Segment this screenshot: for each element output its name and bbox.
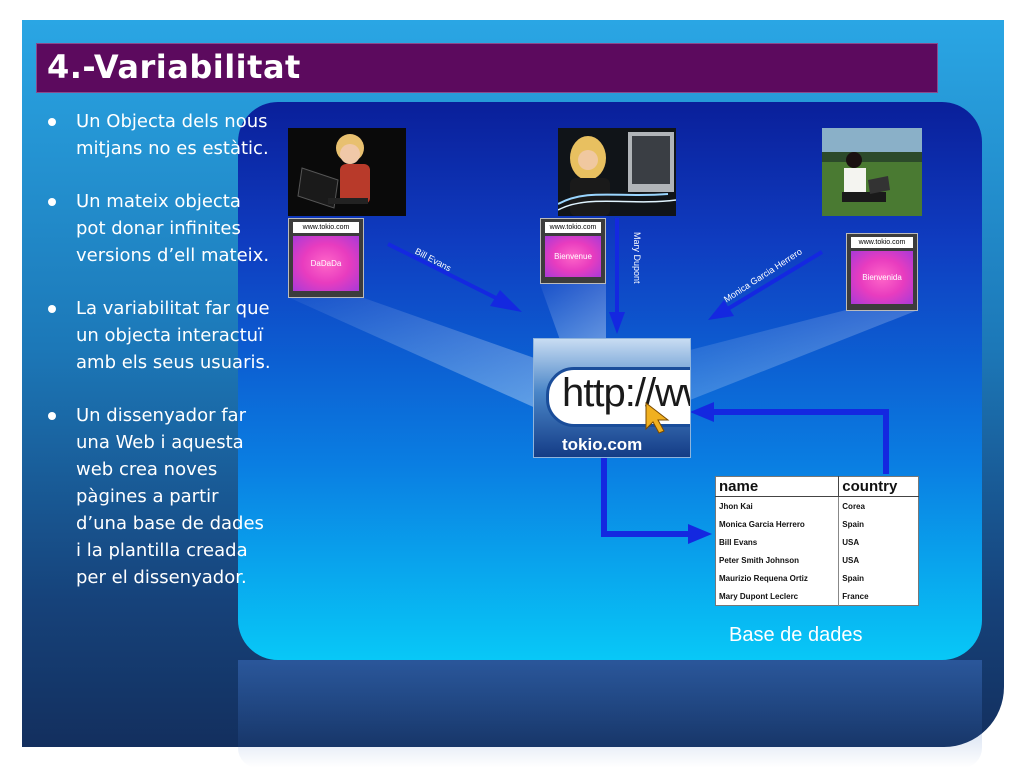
card-url: www.tokio.com bbox=[851, 237, 913, 248]
bullet-icon bbox=[48, 198, 56, 206]
cell-name: Jhon Kai bbox=[715, 496, 840, 515]
card-url: www.tokio.com bbox=[545, 222, 601, 233]
cell-country: Spain bbox=[842, 519, 865, 529]
photo-woman-computer bbox=[558, 128, 676, 216]
arrow-from-db-head bbox=[690, 402, 714, 422]
cell-country: Corea bbox=[842, 501, 865, 511]
cell-name: Maurizio Requena Ortiz bbox=[715, 569, 840, 587]
database-caption: Base de dades bbox=[729, 624, 863, 646]
column-header: name bbox=[715, 476, 840, 497]
bullet-text: Un dissenyador far una Web i aquesta web… bbox=[76, 405, 264, 588]
card-url: www.tokio.com bbox=[293, 222, 359, 233]
beam-middle bbox=[540, 284, 606, 340]
card-bienvenida: www.tokio.com Bienvenida bbox=[846, 233, 918, 311]
beam-right bbox=[690, 310, 918, 400]
arrow-right-head bbox=[708, 300, 734, 320]
website-domain: tokio.com bbox=[562, 435, 643, 454]
address-bar bbox=[546, 367, 690, 427]
photo-child-laptop bbox=[288, 128, 406, 216]
card-bienvenue: www.tokio.com Bienvenue bbox=[540, 218, 606, 284]
bullet-list: Un Objecta dels nous mitjans no es estàt… bbox=[44, 108, 274, 617]
panel-reflection bbox=[238, 660, 982, 768]
cell-country: Spain bbox=[842, 573, 865, 583]
cell-country: USA bbox=[842, 537, 860, 547]
cell-name: Peter Smith Johnson bbox=[715, 551, 840, 569]
cell-name: Bill Evans bbox=[715, 533, 840, 551]
arrow-to-db-head bbox=[688, 524, 712, 544]
cursor-icon bbox=[645, 401, 670, 434]
bullet-text: Un mateix objecta pot donar infinites ve… bbox=[76, 191, 270, 266]
bullet-text: Un Objecta dels nous mitjans no es estàt… bbox=[76, 111, 269, 159]
table-header-row: name country bbox=[715, 476, 919, 497]
arrow-left-line bbox=[387, 242, 501, 302]
beam-left bbox=[290, 298, 540, 410]
slide-title: 4.-Variabilitat bbox=[47, 48, 301, 86]
http-text: http://www. bbox=[562, 371, 690, 415]
label-mary-dupont: Mary Dupont bbox=[632, 232, 642, 284]
arrow-from-db bbox=[712, 409, 889, 474]
arrow-to-db bbox=[601, 456, 688, 537]
bullet-item: La variabilitat far que un objecta inter… bbox=[44, 295, 274, 376]
website-graphic: http://www. tokio.com bbox=[533, 338, 691, 458]
arrow-left-head bbox=[490, 290, 522, 312]
bullet-icon bbox=[48, 305, 56, 313]
card-dadada: www.tokio.com DaDaDa bbox=[288, 218, 364, 298]
cell-country: France bbox=[842, 591, 869, 601]
title-bar: 4.-Variabilitat bbox=[36, 43, 938, 93]
card-body: Bienvenue bbox=[545, 236, 601, 277]
cell-country: USA bbox=[842, 555, 860, 565]
cell-name: Monica Garcia Herrero bbox=[715, 515, 840, 533]
bullet-icon bbox=[48, 118, 56, 126]
arrows bbox=[387, 218, 889, 544]
column-header: country bbox=[838, 476, 919, 497]
bullet-item: Un dissenyador far una Web i aquesta web… bbox=[44, 402, 274, 591]
card-body: Bienvenida bbox=[851, 251, 913, 304]
bullet-item: Un Objecta dels nous mitjans no es estàt… bbox=[44, 108, 274, 162]
bullet-icon bbox=[48, 412, 56, 420]
card-body: DaDaDa bbox=[293, 236, 359, 291]
arrow-middle-head bbox=[609, 312, 625, 334]
bullet-text: La variabilitat far que un objecta inter… bbox=[76, 298, 271, 373]
bullet-item: Un mateix objecta pot donar infinites ve… bbox=[44, 188, 274, 269]
cell-name: Mary Dupont Leclerc bbox=[715, 587, 840, 606]
photo-woman-grass bbox=[822, 128, 922, 216]
arrow-right-line bbox=[724, 250, 824, 312]
